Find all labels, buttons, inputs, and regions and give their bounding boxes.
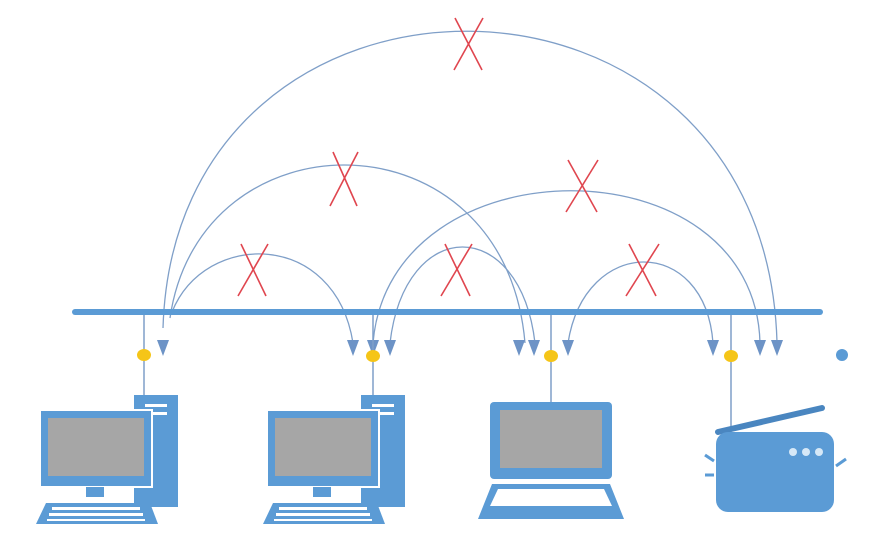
- tap-connector: [137, 349, 151, 361]
- arrowhead: [771, 340, 783, 356]
- printer-icon: [704, 405, 847, 512]
- communication-arcs: [162, 30, 778, 344]
- cross-icon: [625, 243, 660, 297]
- device-drop-lines: [143, 315, 732, 430]
- desktop-computer-icon: [263, 395, 405, 524]
- desktop-computer-icon: [36, 395, 178, 524]
- cross-icon: [565, 159, 599, 213]
- arrowhead: [157, 340, 169, 356]
- cross-icon: [329, 151, 359, 207]
- arrowhead: [384, 340, 396, 356]
- arrowhead: [562, 340, 574, 356]
- arc-desktop1-printer: [162, 30, 778, 343]
- arrowhead: [528, 340, 540, 356]
- laptop-icon: [478, 402, 624, 519]
- cross-icon: [453, 17, 484, 71]
- arc-desktop1-laptop: [169, 164, 526, 344]
- tap-connector: [724, 350, 738, 362]
- arrowhead: [707, 340, 719, 356]
- bus-terminator: [836, 349, 848, 361]
- blocked-markers: [237, 17, 660, 297]
- arrowhead: [754, 340, 766, 356]
- cross-icon: [237, 243, 269, 297]
- cross-icon: [440, 243, 473, 297]
- arc-laptop-printer: [567, 261, 714, 344]
- arrowhead: [513, 340, 525, 356]
- arc-desktop2-printer: [372, 190, 761, 344]
- arrowheads: [157, 340, 783, 356]
- arc-desktop1-desktop2: [171, 253, 354, 344]
- arrowhead: [347, 340, 359, 356]
- bus-taps: [137, 349, 738, 362]
- arc-desktop2-laptop: [389, 246, 536, 344]
- tap-connector: [366, 350, 380, 362]
- tap-connector: [544, 350, 558, 362]
